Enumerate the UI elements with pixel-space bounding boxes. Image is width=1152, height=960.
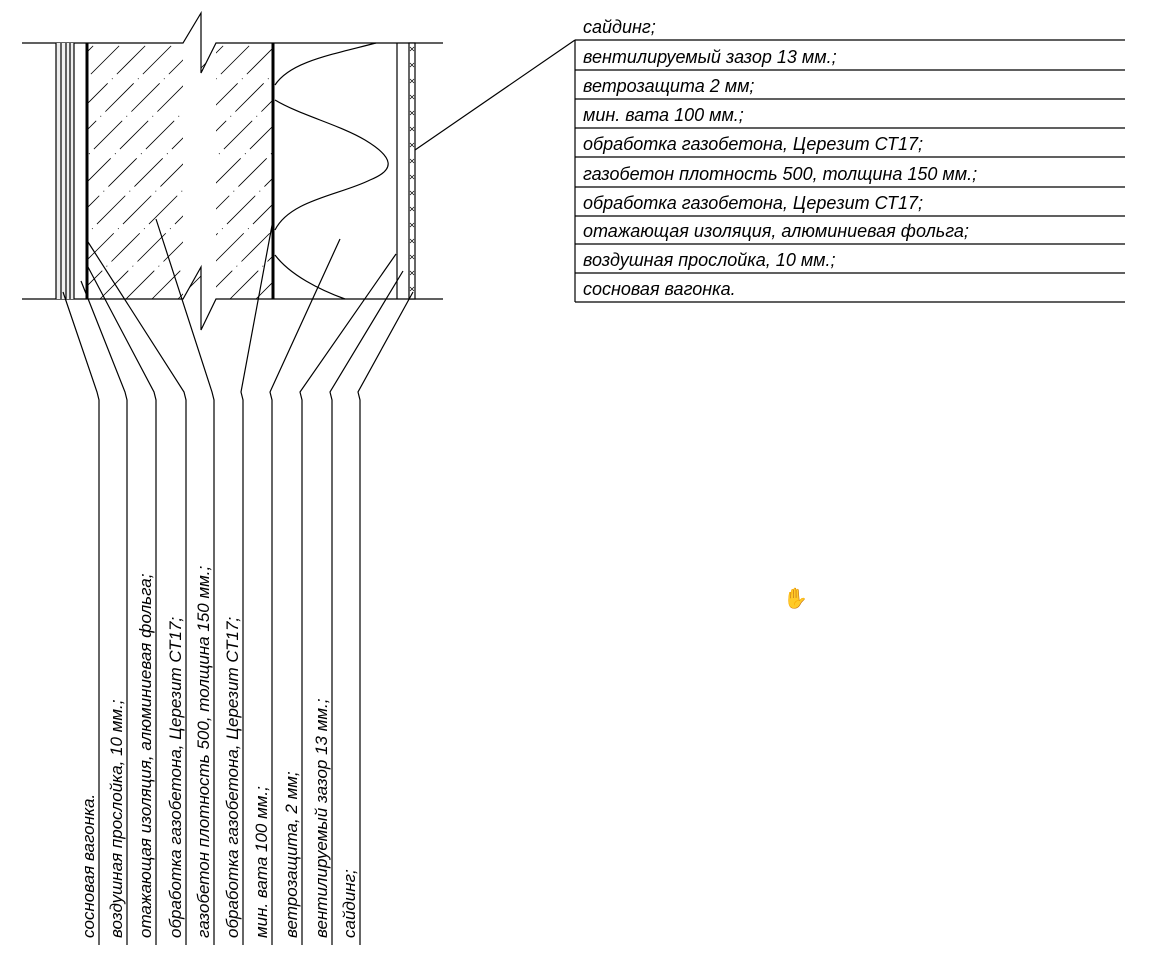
leader-lines (62, 218, 414, 945)
leader-line (87, 266, 157, 945)
vertical-label: обработка газобетона, Церезит СТ17; (166, 617, 185, 938)
table-label: вентилируемый зазор 13 мм.; (583, 47, 837, 67)
table-label: ветрозащита 2 мм; (583, 76, 754, 96)
hand-cursor-icon: ✋ (783, 588, 808, 610)
layer-legend-table: сайдинг; вентилируемый зазор 13 мм.; ветро… (414, 17, 1125, 303)
leader-line (62, 291, 100, 945)
vertical-label: вентилируемый зазор 13 мм.; (312, 698, 331, 938)
leader-line (329, 270, 404, 945)
legend-leader (414, 39, 576, 151)
leader-line (80, 280, 128, 945)
siding (408, 42, 416, 300)
section-top-line (22, 10, 443, 74)
vertical-label: газобетон плотность 500, толщина 150 мм.… (194, 566, 213, 938)
pine-lining (55, 43, 75, 299)
table-label: обработка газобетона, Церезит СТ17; (583, 134, 923, 154)
table-label: сайдинг; (583, 17, 656, 37)
vertical-label: ветрозащита, 2 мм; (282, 771, 301, 938)
leader-line (357, 291, 414, 945)
leader-line (269, 238, 341, 945)
leader-line (299, 253, 397, 945)
vertical-label: обработка газобетона, Церезит СТ17; (223, 617, 242, 938)
vertical-label: мин. вата 100 мм.; (252, 786, 271, 938)
vertical-label: сайдинг; (340, 869, 359, 938)
aerated-concrete-hatch (88, 43, 272, 299)
wall-section (22, 10, 443, 331)
table-label: отажающая изоляция, алюминиевая фольга; (583, 221, 969, 241)
table-label: сосновая вагонка. (583, 279, 736, 299)
table-label: газобетон плотность 500, толщина 150 мм.… (583, 164, 977, 184)
table-label: воздушная прослойка, 10 мм.; (583, 250, 836, 270)
vertical-labels: сосновая вагонка. воздушная прослойка, 10… (79, 566, 359, 938)
mineral-wool-symbol (274, 42, 389, 300)
table-label: мин. вата 100 мм.; (583, 105, 744, 125)
vertical-label: сосновая вагонка. (79, 794, 98, 938)
section-bottom-line (22, 264, 443, 331)
leader-line (155, 218, 215, 945)
vertical-label: воздушная прослойка, 10 мм.; (107, 699, 126, 938)
table-label: обработка газобетона, Церезит СТ17; (583, 193, 923, 213)
vertical-label: отажающая изоляция, алюминиевая фольга; (136, 573, 155, 938)
leader-line (240, 219, 274, 945)
leader-line (87, 241, 187, 945)
